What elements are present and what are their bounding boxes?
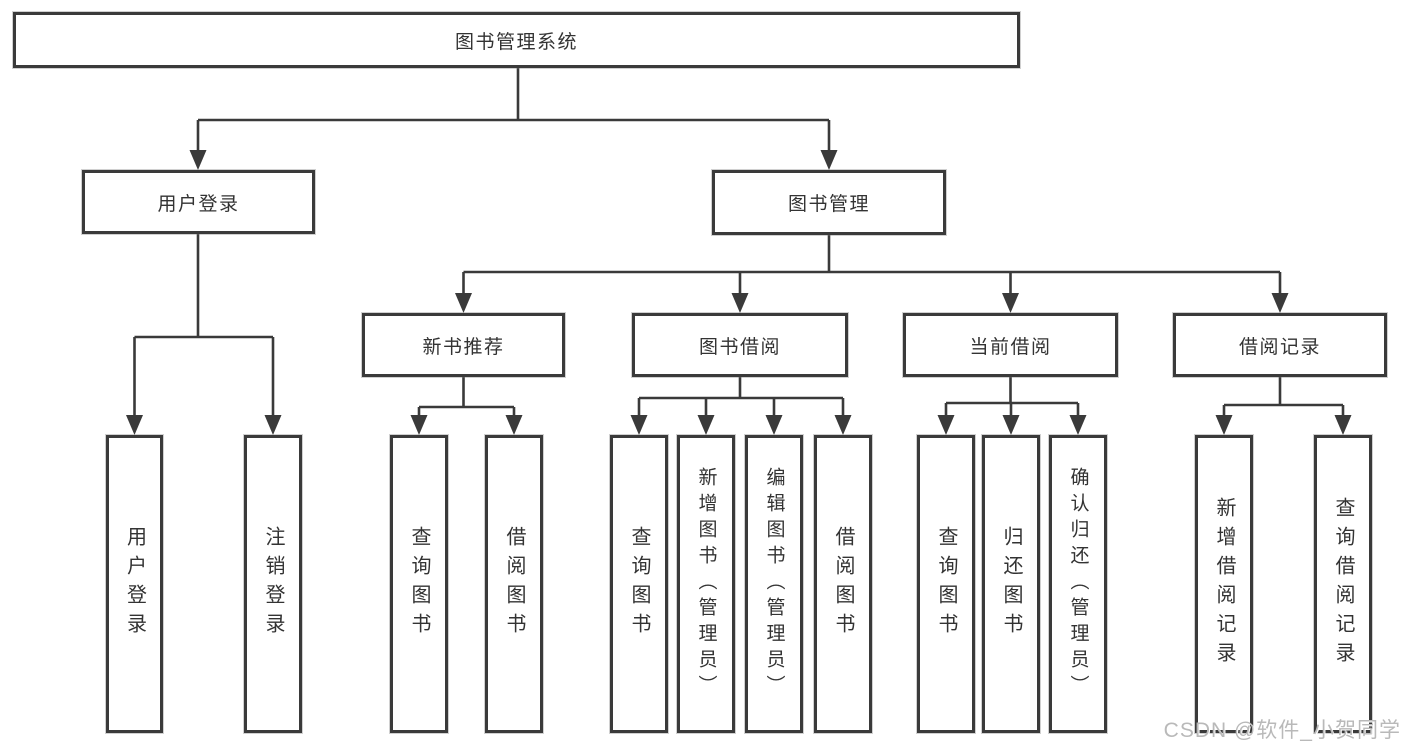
node-leaf-edit-book-admin: 编辑图书（管理员） — [745, 435, 803, 733]
node-leaf-add-book-admin: 新增图书（管理员） — [677, 435, 735, 733]
watermark: CSDN @软件_小贺同学 — [1163, 719, 1401, 742]
node-leaf-query-books-1: 查询图书 — [390, 435, 448, 733]
node-current-borrowing: 当前借阅 — [903, 313, 1118, 377]
node-user-login-module: 用户登录 — [82, 170, 315, 234]
node-new-book-recommend: 新书推荐 — [362, 313, 565, 377]
node-leaf-add-borrow-record: 新增借阅记录 — [1195, 435, 1253, 733]
node-leaf-query-books-2: 查询图书 — [610, 435, 668, 733]
node-leaf-logout: 注销登录 — [244, 435, 302, 733]
node-root-library-system: 图书管理系统 — [13, 12, 1020, 68]
node-leaf-query-borrow-record: 查询借阅记录 — [1314, 435, 1372, 733]
node-leaf-user-login: 用户登录 — [106, 435, 163, 733]
node-borrowing-records: 借阅记录 — [1173, 313, 1387, 377]
node-leaf-confirm-return-admin: 确认归还（管理员） — [1049, 435, 1107, 733]
node-leaf-borrow-books-2: 借阅图书 — [814, 435, 872, 733]
node-leaf-return-book: 归还图书 — [982, 435, 1040, 733]
node-book-management-module: 图书管理 — [712, 170, 946, 235]
node-leaf-query-books-3: 查询图书 — [917, 435, 975, 733]
node-book-borrowing: 图书借阅 — [632, 313, 848, 377]
node-leaf-borrow-books-1: 借阅图书 — [485, 435, 543, 733]
